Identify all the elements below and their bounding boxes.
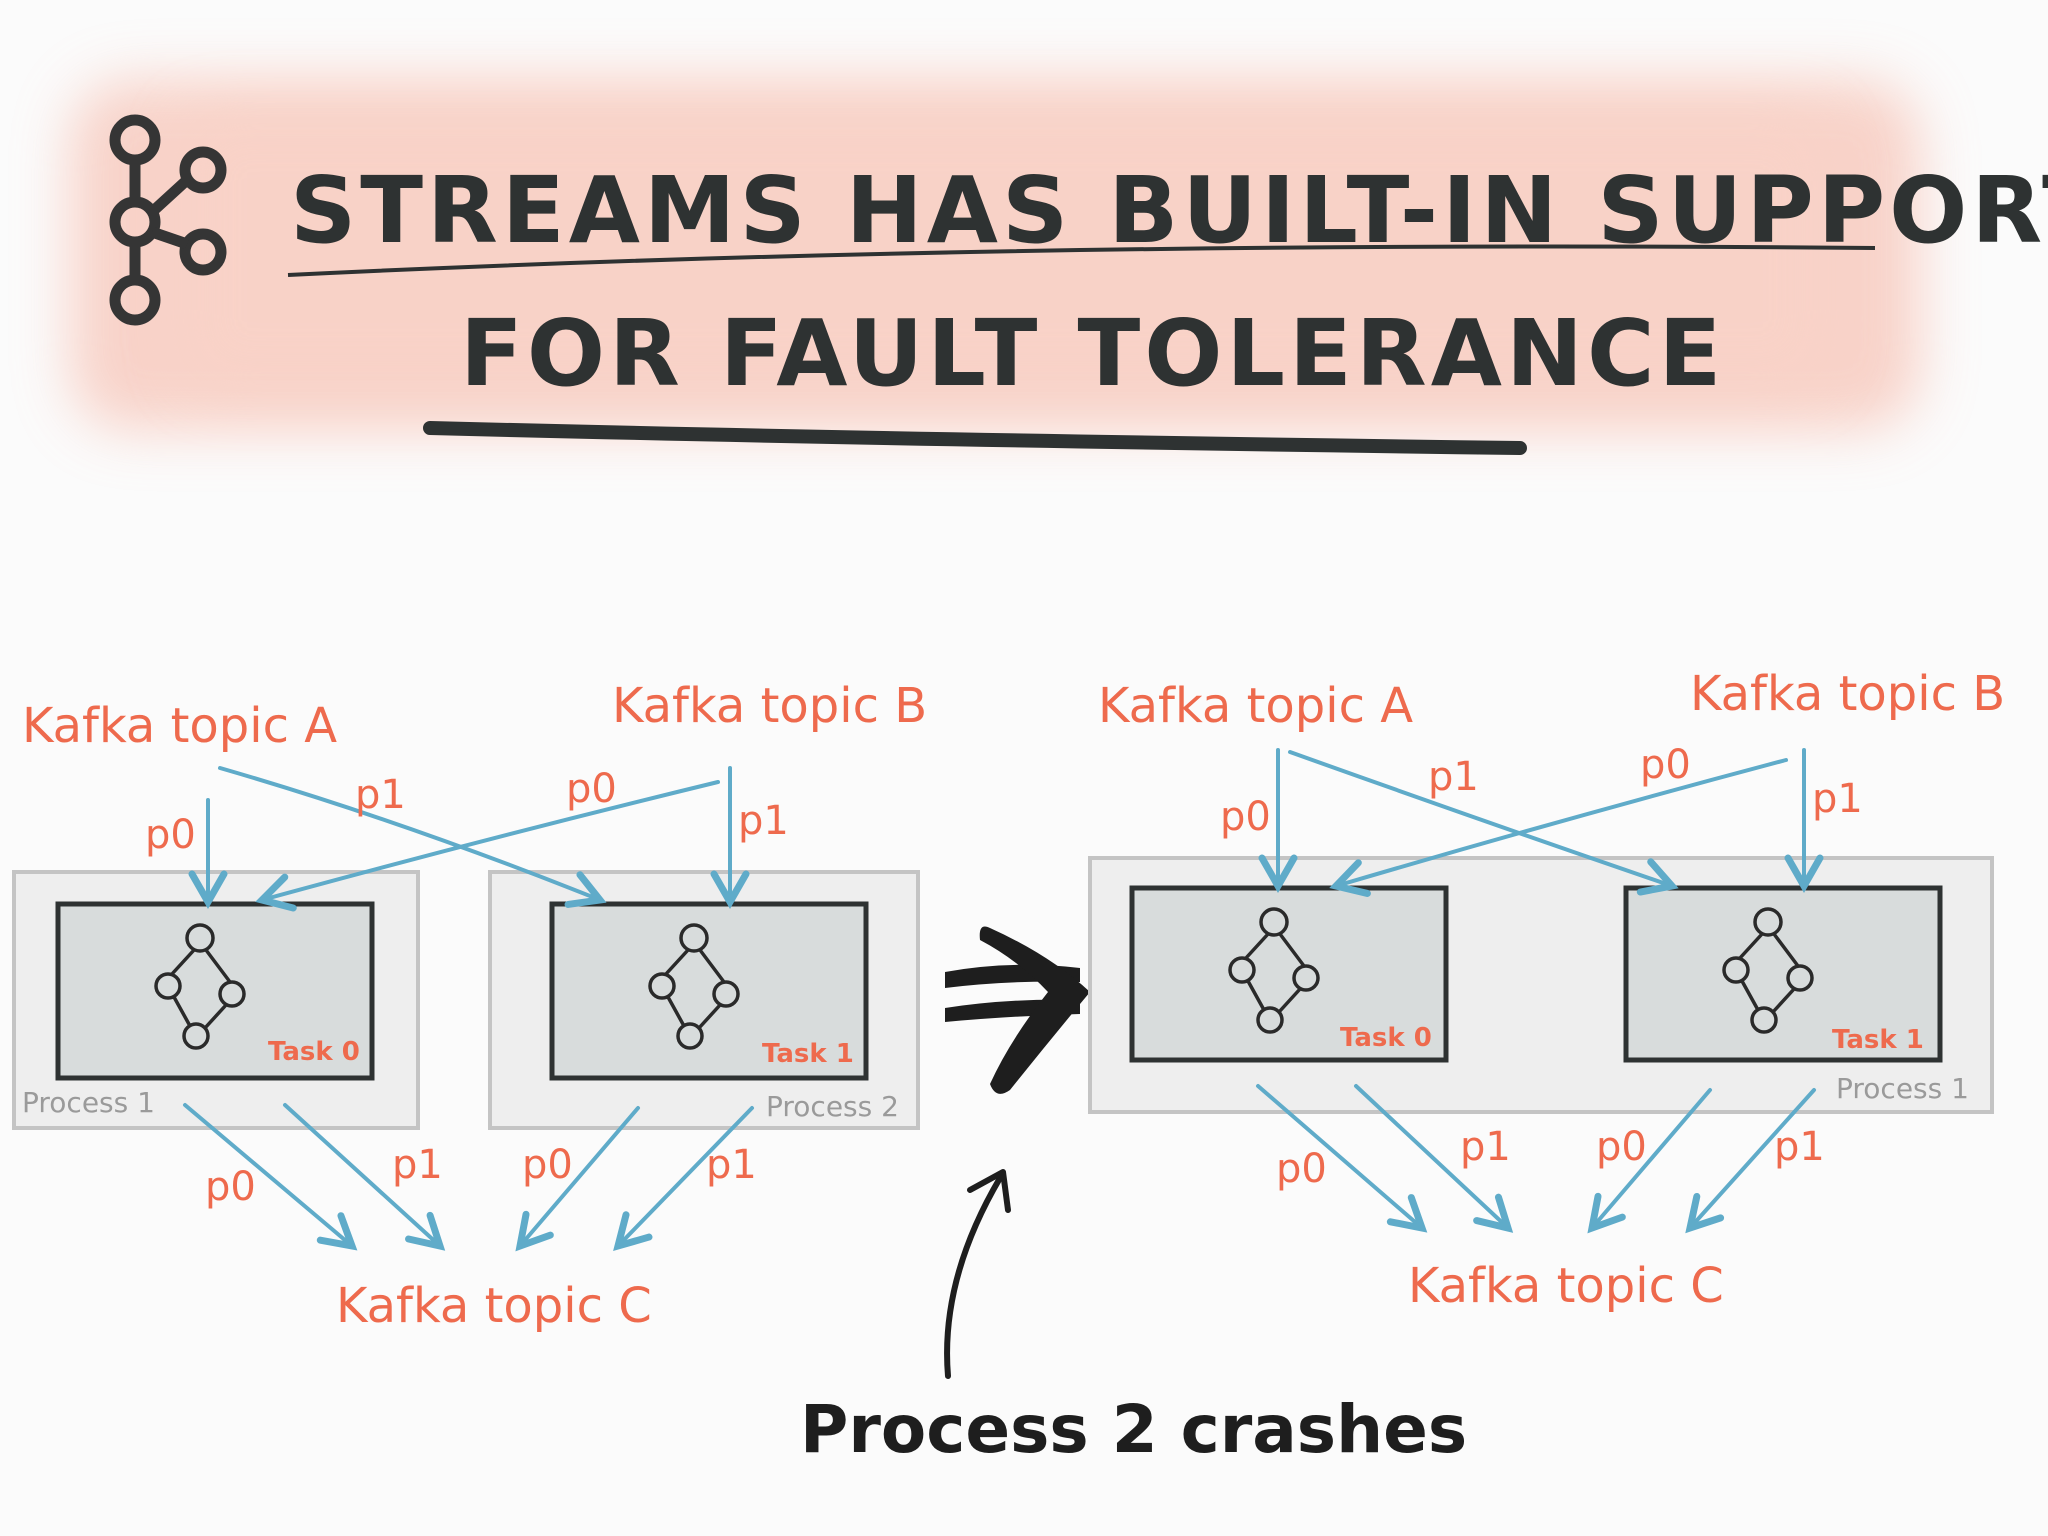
before-out-label-3: p0 xyxy=(522,1142,573,1188)
after-in-label-1: p0 xyxy=(1220,794,1271,840)
crash-annotation: Process 2 crashes xyxy=(800,1391,1467,1468)
after-task-0-label: Task 0 xyxy=(1340,1023,1432,1053)
after-in-label-3: p0 xyxy=(1640,742,1691,788)
title-line-2: FOR FAULT TOLERANCE xyxy=(460,300,1725,407)
after-process-1-label: Process 1 xyxy=(1836,1072,1969,1105)
before-topic-a: Kafka topic A xyxy=(22,698,337,754)
after-out-label-3: p0 xyxy=(1596,1124,1647,1170)
before-task-1-label: Task 1 xyxy=(762,1039,854,1069)
after-in-label-2: p1 xyxy=(1428,754,1479,800)
after-out-label-4: p1 xyxy=(1774,1124,1825,1170)
before-process-2-label: Process 2 xyxy=(766,1090,899,1123)
transition-arrow-icon xyxy=(945,926,1090,1094)
crash-pointer-arrow xyxy=(944,1175,1003,1379)
before-out-label-4: p1 xyxy=(706,1142,757,1188)
after-in-label-4: p1 xyxy=(1812,776,1863,822)
before-topic-b: Kafka topic B xyxy=(612,678,927,734)
before-diagram: Kafka topic A Kafka topic B Task 0 Task … xyxy=(12,678,927,1334)
title-underline-1 xyxy=(287,244,1876,277)
after-topic-c: Kafka topic C xyxy=(1408,1258,1724,1314)
before-task-0-label: Task 0 xyxy=(268,1037,360,1067)
after-out-label-2: p1 xyxy=(1460,1124,1511,1170)
before-in-label-1: p0 xyxy=(145,812,196,858)
after-topic-a: Kafka topic A xyxy=(1098,678,1413,734)
kafka-logo-icon xyxy=(109,114,227,326)
before-topic-c: Kafka topic C xyxy=(336,1278,652,1334)
title-underline-2 xyxy=(423,421,1527,455)
before-in-label-3: p0 xyxy=(566,766,617,812)
after-task-1-box xyxy=(1623,885,1943,1063)
before-task-1-box xyxy=(549,901,869,1081)
after-out-label-1: p0 xyxy=(1276,1146,1327,1192)
crash-pointer-arrowhead xyxy=(967,1169,1011,1213)
before-out-label-2: p1 xyxy=(392,1142,443,1188)
before-process-1-label: Process 1 xyxy=(22,1086,155,1119)
after-task-0-box xyxy=(1129,885,1449,1063)
before-in-label-4: p1 xyxy=(738,798,789,844)
after-topic-b: Kafka topic B xyxy=(1690,666,2005,722)
after-task-1-label: Task 1 xyxy=(1832,1025,1924,1055)
before-in-label-2: p1 xyxy=(355,772,406,818)
after-diagram: Kafka topic A Kafka topic B Task 0 Task … xyxy=(1088,666,2005,1314)
before-out-label-1: p0 xyxy=(205,1164,256,1210)
